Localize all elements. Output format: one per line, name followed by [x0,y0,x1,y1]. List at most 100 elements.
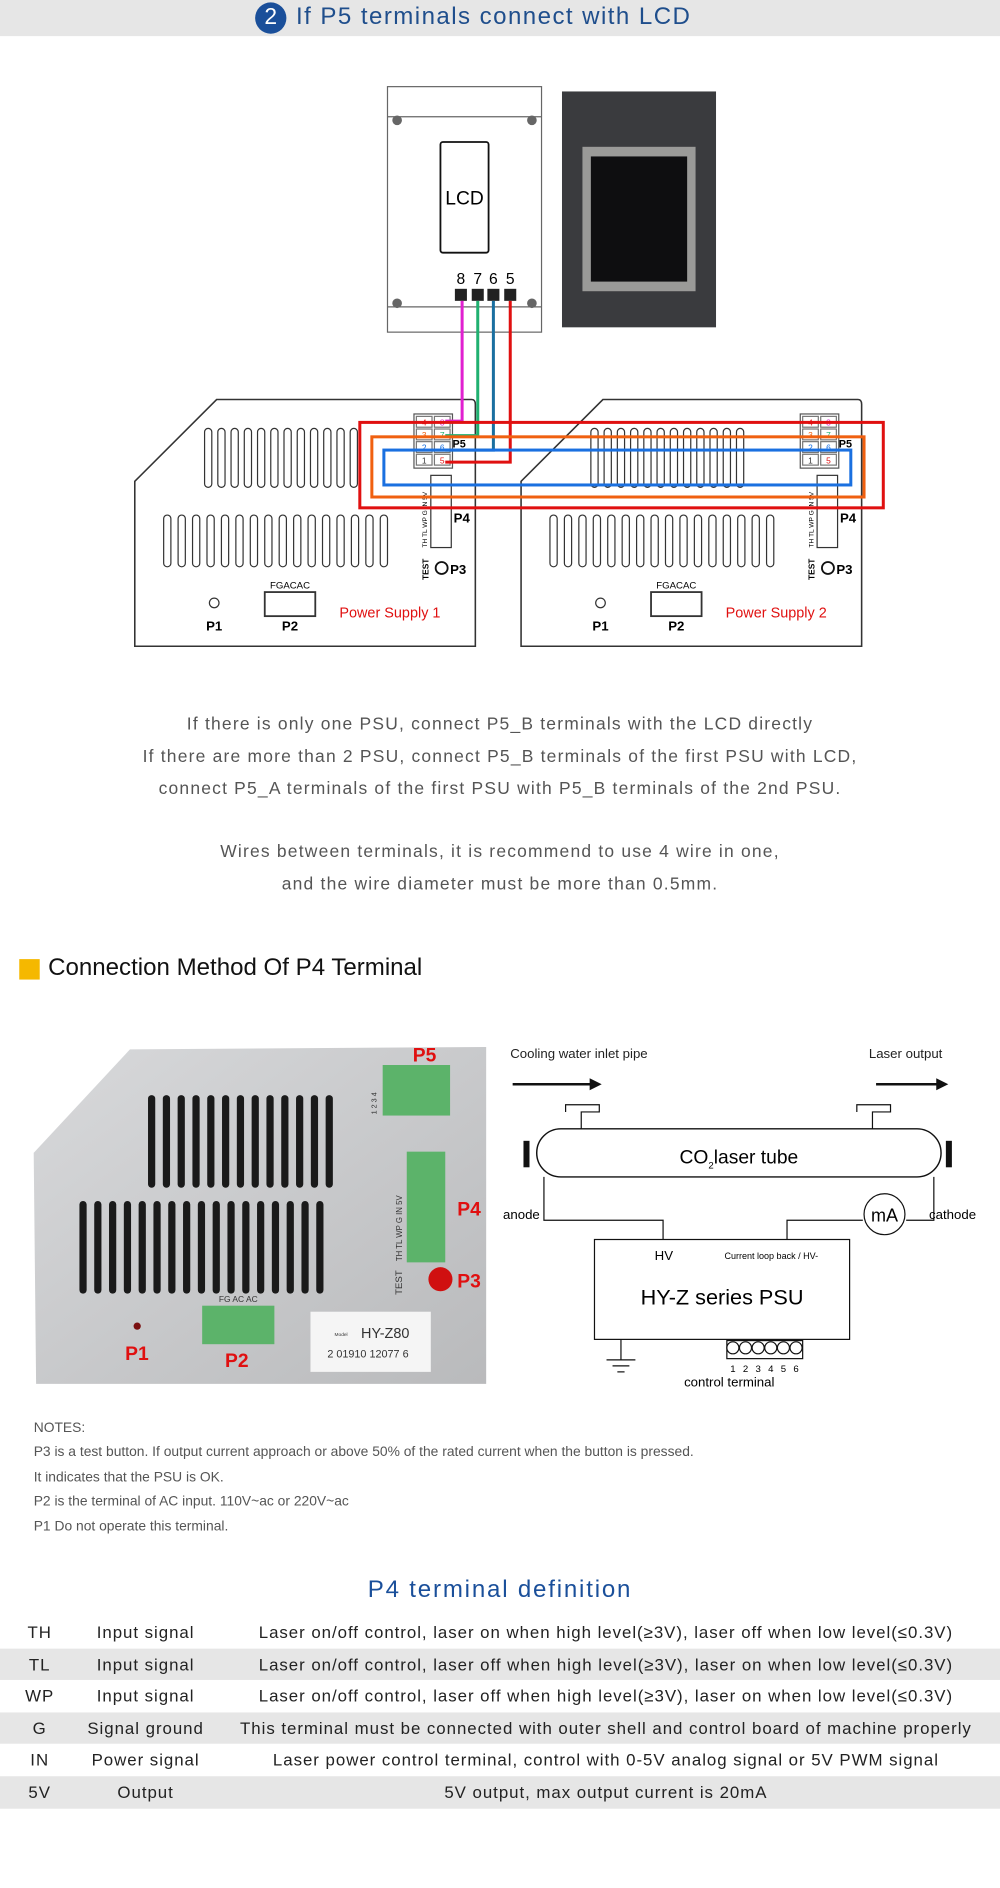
p5-pin-label: 1 [422,455,427,465]
step-number-badge: 2 [255,2,287,34]
signal-type: Input signal [96,1686,195,1706]
vent-slot [650,514,659,568]
vent-slot [227,1200,235,1294]
vent-slot [197,1200,206,1294]
vent-slot [679,514,688,568]
vent-slot [336,514,345,568]
loop-red [358,420,885,510]
vent-slot [309,427,319,488]
section-accent-square [19,959,40,980]
hv-label: HV [655,1248,674,1263]
photo-p2-label: P2 [225,1351,249,1372]
vent-slot [310,1095,319,1188]
vent-slot [325,1095,333,1188]
vent-slot [249,514,259,568]
vent-slot [94,1200,102,1294]
wire-red [445,300,512,464]
ammeter [863,1193,906,1236]
vent-slot [153,1200,161,1294]
p2-label: P2 [668,619,684,634]
p5-pin-label: 2 [422,443,427,453]
wires [358,300,885,510]
vent-slot [138,1200,146,1294]
page-title: If P5 terminals connect with LCD [296,3,692,31]
model-number: HY-Z80 [361,1326,409,1342]
signal-type: Input signal [96,1654,195,1674]
vent-slot [301,1200,309,1294]
vent-slot [286,1200,294,1294]
test-label: TEST [807,558,817,580]
vent-slot [207,1095,215,1188]
lcd-back-panel: LCD 8 7 6 5 [386,86,543,333]
vent-slot [336,427,345,488]
vent-slot [251,1095,259,1188]
terminal-screw [751,1341,765,1355]
vent-slot [349,427,359,488]
vent-slot [123,1200,132,1294]
vent-slot [635,514,645,568]
terminal-number: 5 [781,1364,786,1375]
vent-slot [307,514,316,568]
vent-slot [270,427,279,488]
tube-label: CO2laser tube [679,1148,798,1172]
vent-slot [629,427,639,488]
vent-slot [365,514,374,568]
terminal-screw [789,1341,803,1355]
test-label: TEST [420,558,430,580]
vent-slot [148,1095,156,1188]
p5-pin-cell [820,428,837,441]
terminal-description: This terminal must be connected with out… [240,1718,972,1738]
p5-label: P5 [452,439,465,451]
note-line-2: It indicates that the PSU is OK. [33,1470,224,1485]
description-line-5: and the wire diameter must be more than … [281,874,719,895]
vent-slot [603,427,612,488]
vent-slot [271,1200,280,1294]
vent-slot [563,514,573,568]
terminal-description: Laser on/off control, laser on when high… [258,1622,954,1642]
vent-slot [592,514,602,568]
p5-pin-label: 6 [440,443,445,453]
vent-slot [696,427,705,488]
vent-slot [163,514,172,568]
vent-slot [765,514,775,568]
p5-pin-label: 5 [440,455,445,465]
vent-slot [192,1095,200,1188]
p5-label: P5 [839,439,852,451]
p4-table-title: P4 terminal definition [367,1576,633,1603]
p5-pin-cell [415,453,433,466]
vent-slot [316,1200,324,1294]
photo-test-label: TEST [394,1270,405,1295]
vent-slot [735,427,745,488]
description-line-2: If there are more than 2 PSU, connect P5… [142,747,858,767]
signal-type: Output [117,1782,174,1802]
model-sticker [310,1311,431,1372]
photo-p4-pin-labels: TH TL WP G IN 5V [395,1195,404,1262]
vent-slot [621,514,630,568]
vent-slot [693,514,703,568]
vent-slot [177,1095,185,1188]
p5-pin-label: 7 [440,430,445,440]
vent-slot [235,514,244,568]
vent-slot [266,1095,274,1188]
p5-pin-cell [433,453,451,466]
vent-slot [737,514,746,568]
vent-slot [168,1200,176,1294]
barcode: 2 01910 12077 6 [327,1348,408,1360]
vent-slot [293,514,302,568]
vent-slot [350,514,360,568]
vent-slot [296,1095,304,1188]
p5-pin-label: 3 [422,430,427,440]
terminal-name: G [32,1718,47,1738]
photo-p4-label: P4 [457,1199,481,1220]
vent-slot [549,514,558,568]
psu-photo: 1 2 3 4 P5 TH TL WP G IN 5V P4 P3 TEST P… [33,1045,487,1384]
ammeter-label: mA [871,1205,898,1225]
note-line-3: P2 is the terminal of AC input. 110V~ac … [33,1494,349,1510]
section-header-bar [0,0,1000,37]
psu-series-label: HY-Z series PSU [641,1284,804,1309]
photo-p1-label: P1 [125,1344,149,1365]
vent-slot [220,514,230,568]
